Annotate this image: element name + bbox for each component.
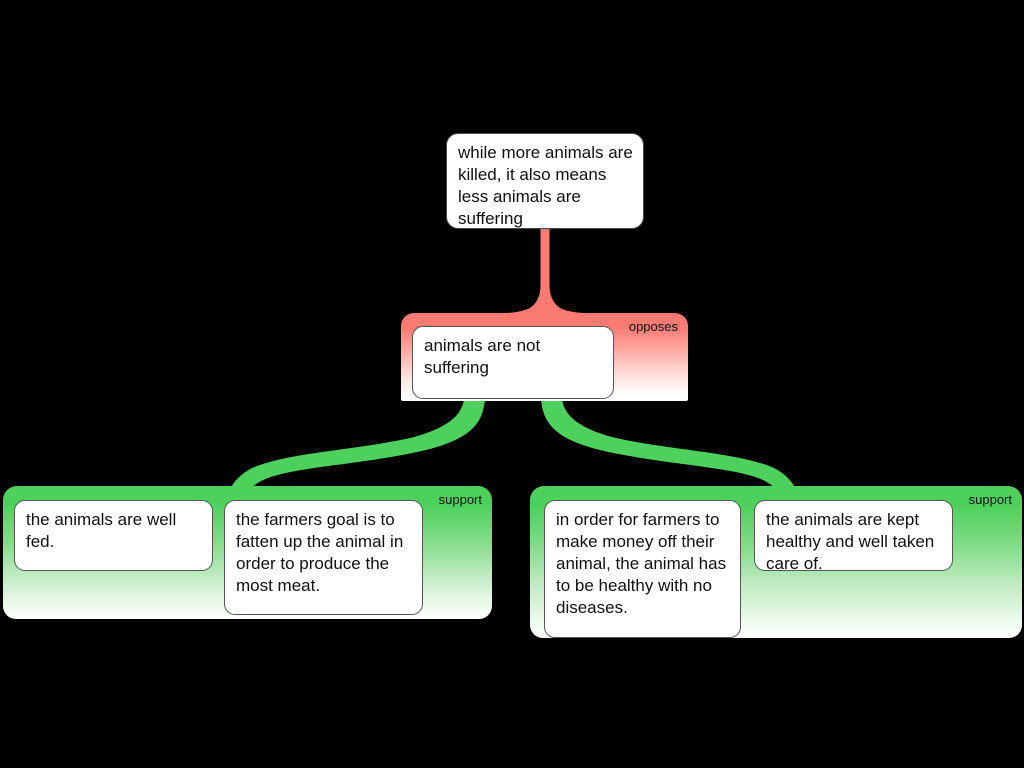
connector-support-right bbox=[541, 399, 800, 519]
reason-card-animals-well-fed[interactable]: the animals are well fed. bbox=[14, 500, 213, 571]
opposes-claim-card[interactable]: animals are not suffering bbox=[412, 326, 614, 399]
relation-label-opposes: opposes bbox=[628, 319, 678, 334]
root-claim-card[interactable]: while more animals are killed, it also m… bbox=[446, 133, 644, 229]
reason-card-farmers-money-healthy[interactable]: in order for farmers to make money off t… bbox=[544, 500, 741, 638]
relation-label-support-left: support bbox=[438, 492, 482, 507]
reason-card-animals-kept-healthy[interactable]: the animals are kept healthy and well ta… bbox=[754, 500, 953, 573]
reason-card-farmers-goal-fatten[interactable]: the farmers goal is to fatten up the ani… bbox=[224, 500, 423, 615]
connector-opposes-stem bbox=[490, 229, 600, 318]
connector-support-left bbox=[226, 399, 485, 519]
relation-label-support-right: support bbox=[968, 492, 1012, 507]
